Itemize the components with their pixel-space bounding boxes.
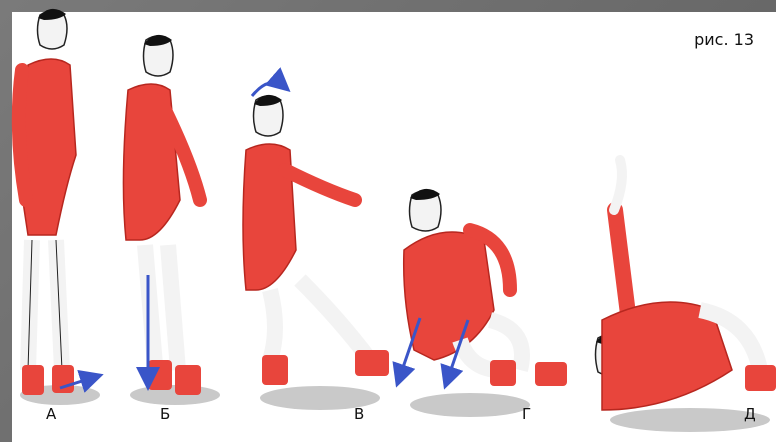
- figure-e: [596, 160, 776, 432]
- stage-label-d: Г: [522, 405, 531, 423]
- figure-b: [123, 35, 220, 405]
- figure-d: [398, 189, 567, 417]
- figure-caption: рис. 13: [694, 30, 754, 49]
- boot-left-a: [22, 365, 44, 395]
- legs-c: [270, 280, 370, 360]
- shadow-d: [410, 393, 530, 417]
- boot-right-c: [355, 350, 389, 376]
- rotation-arrow-c: [252, 83, 286, 96]
- boot-right-a: [52, 365, 74, 393]
- figure-a: [16, 9, 100, 405]
- arm-c: [285, 170, 355, 200]
- boot-left-b: [148, 360, 172, 390]
- boot-left-d: [490, 360, 516, 386]
- arm-a: [19, 70, 26, 200]
- jacket-d: [404, 232, 494, 360]
- boot-left-c: [262, 355, 288, 385]
- stage-label-c: В: [354, 405, 364, 423]
- stage-label-e: Д: [744, 405, 756, 423]
- stage-label-a: А: [46, 405, 56, 423]
- raised-hand-e: [614, 160, 622, 210]
- boot-right-d: [535, 362, 567, 386]
- boot-right-b: [175, 365, 201, 395]
- legs-b: [145, 245, 178, 370]
- boot-e: [745, 365, 776, 391]
- figure-c: [243, 83, 389, 410]
- jacket-b: [123, 84, 180, 240]
- stage-label-b: Б: [160, 405, 170, 423]
